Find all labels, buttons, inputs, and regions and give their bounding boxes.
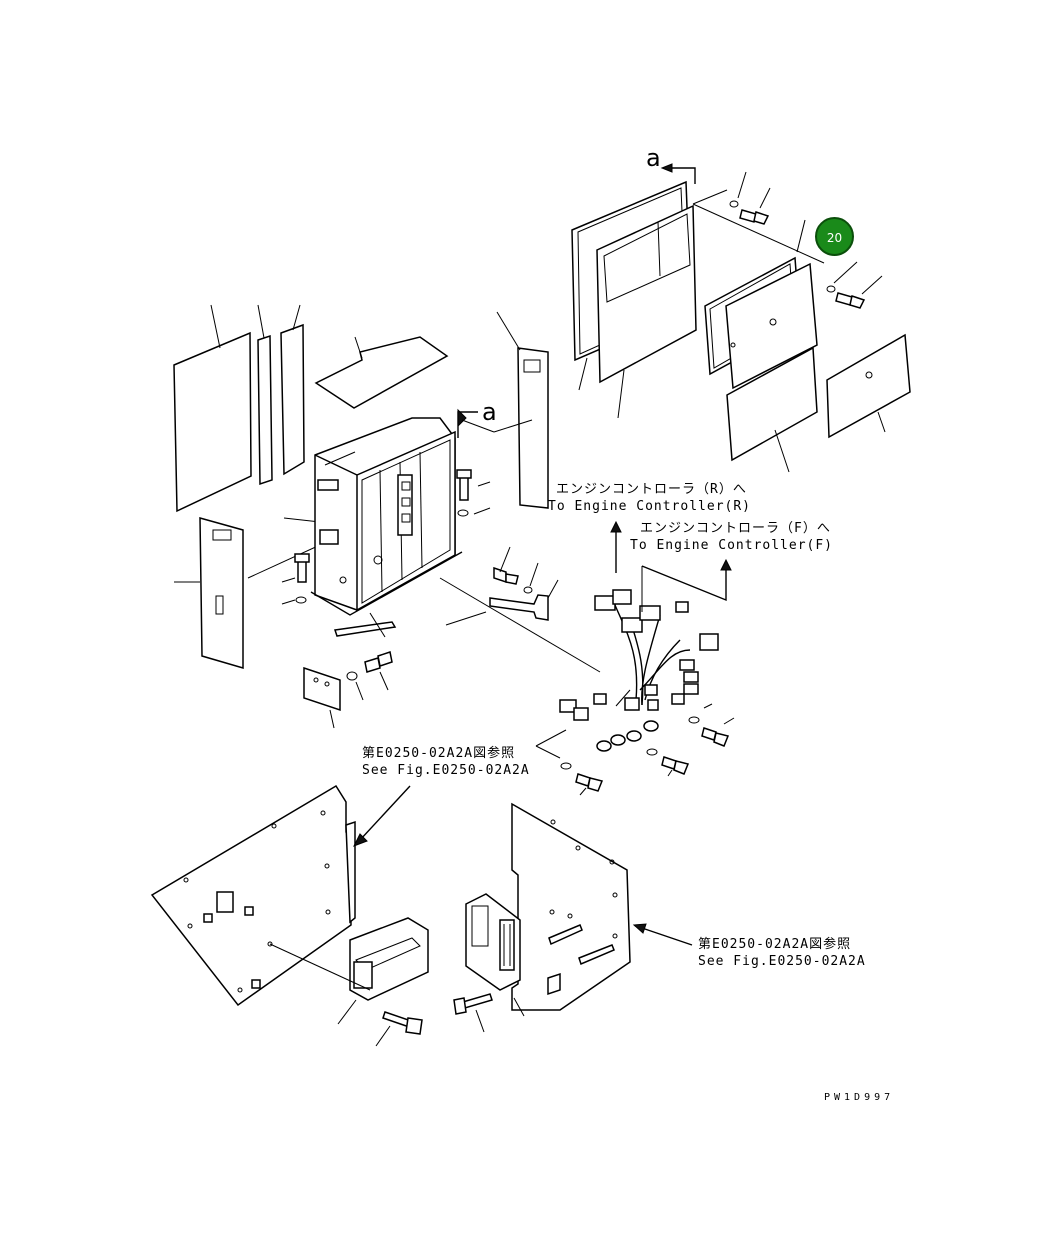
side-cover (826, 333, 911, 439)
label-engine-f-en: To Engine Controller(F) (630, 538, 834, 553)
left-mounting-plate (150, 784, 356, 1007)
page-id: PW1D997 (824, 1092, 895, 1103)
leader-lines-left (174, 304, 363, 583)
label-ref-left-jp: 第E0250-02A2A図参照 (362, 746, 516, 761)
harness-bolts (535, 689, 735, 796)
long-bracket (493, 311, 549, 509)
controller-box (310, 417, 463, 616)
front-cover (725, 262, 818, 390)
label-engine-r-en: To Engine Controller(R) (548, 499, 752, 514)
callout-badge: 20 (815, 217, 854, 256)
left-controller-unit (269, 917, 429, 1047)
label-ref-left-en: See Fig.E0250-02A2A (362, 763, 530, 778)
right-mounting-plate (511, 802, 631, 1011)
cover-bolts (729, 200, 866, 309)
lower-bracket-left (303, 612, 397, 729)
wiring-harness (439, 577, 719, 721)
side-panels (173, 323, 449, 670)
label-engine-f-jp: エンジンコントローラ（F）へ (640, 521, 831, 536)
insulation-sheet (726, 346, 818, 462)
angle-bracket-lower (489, 546, 559, 621)
box-hardware (281, 469, 491, 605)
routing-lines (610, 520, 732, 612)
leader-lines-upper-right (578, 171, 886, 473)
grommets (596, 720, 659, 756)
label-ref-right-en: See Fig.E0250-02A2A (698, 954, 866, 969)
view-arrow-a-box (457, 408, 495, 438)
view-marker-top: a (646, 144, 661, 172)
reference-arrows (352, 785, 693, 946)
view-arrow-a-top (660, 163, 696, 184)
view-marker-box: a (482, 398, 497, 426)
label-ref-right-jp: 第E0250-02A2A図参照 (698, 937, 852, 952)
cover-plate (596, 204, 697, 384)
right-controller-unit (453, 893, 525, 1033)
label-engine-r-jp: エンジンコントローラ（R）へ (556, 482, 747, 497)
